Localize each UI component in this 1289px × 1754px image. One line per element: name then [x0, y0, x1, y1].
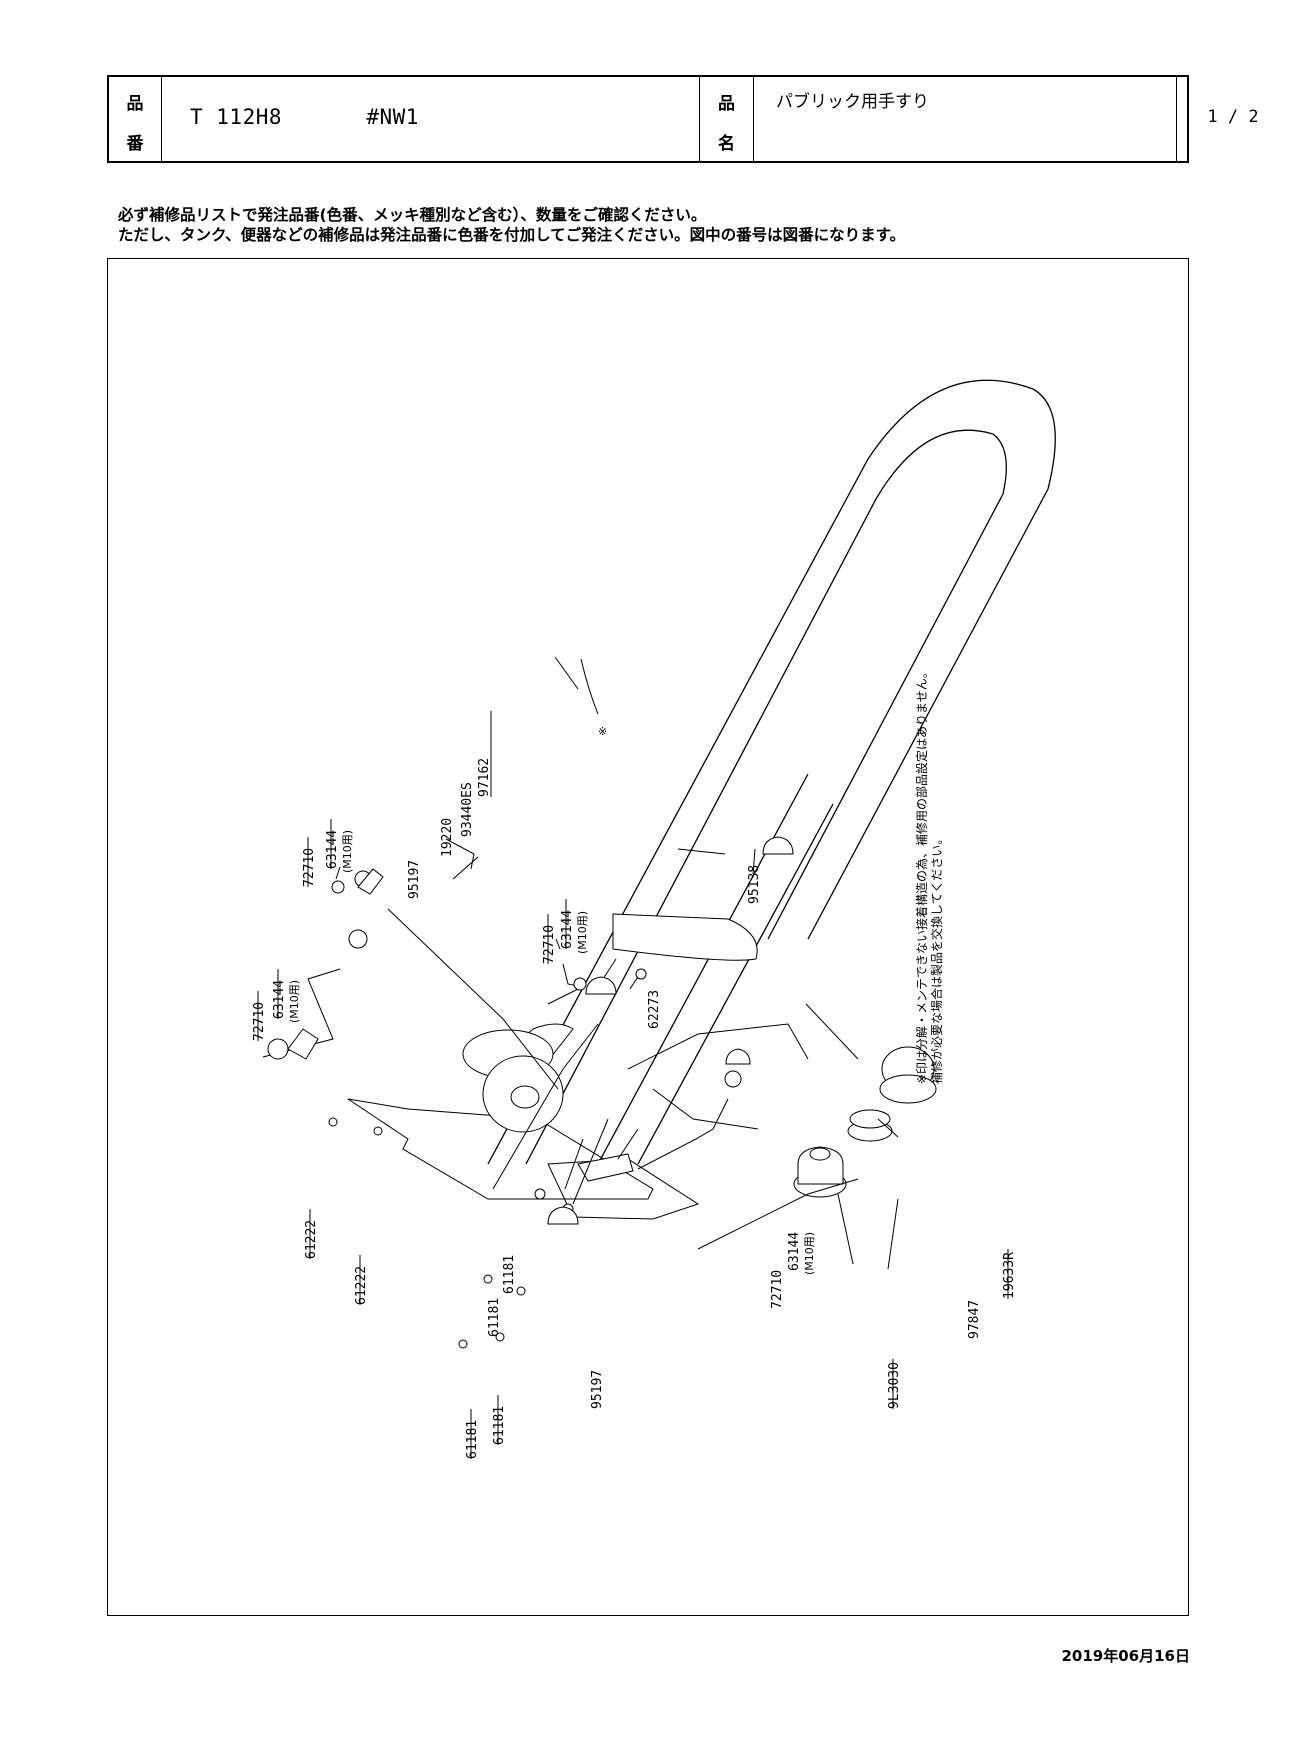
vertical-notes: ※印は分解・メンテできない接着構造の為、補修用の部品設定はありません。 補修が必…: [914, 666, 944, 1084]
label-72710-a: 72710: [302, 848, 317, 887]
label-95197-a: 95197: [407, 860, 422, 899]
label-62273: 62273: [647, 990, 662, 1029]
part-number-cell: T 112H8 #NW1: [162, 77, 700, 161]
part-number: T 112H8: [190, 105, 283, 129]
label-72710-b: 72710: [542, 925, 557, 964]
product-name: パブリック用手すり: [776, 92, 929, 112]
order-notes: 必ず補修品リストで発注品番(色番、メッキ種別など含む）、数量をご確認ください。 …: [118, 205, 905, 245]
label-63144-a-sub: (M10用): [341, 830, 354, 873]
label-61222-b: 61222: [354, 1266, 369, 1305]
label-93440ES: 93440ES: [460, 782, 475, 837]
label-63144-c-sub: (M10用): [288, 980, 301, 1023]
label-72710-c: 72710: [252, 1002, 267, 1041]
label-63144-b: 63144: [560, 910, 575, 949]
diagram-svg: 97162 93440ES 19220 63144 (M10用) 72710 9…: [252, 379, 1056, 1459]
grab-bar-drawing: [347, 379, 1056, 1220]
product-name-cell: パブリック用手すり: [754, 77, 1177, 161]
vertical-note-1: ※印は分解・メンテできない接着構造の為、補修用の部品設定はありません。: [914, 666, 929, 1084]
order-note-1: 必ず補修品リストで発注品番(色番、メッキ種別など含む）、数量をご確認ください。: [118, 206, 707, 224]
star-mark: ※: [598, 725, 607, 738]
order-note-2: ただし、タンク、便器などの補修品は発注品番に色番を付加してご発注ください。図中の…: [118, 226, 906, 244]
label-19633R: 19633R: [1002, 1252, 1017, 1299]
hardware: [267, 836, 794, 1349]
page-cell: 1 / 2: [1177, 77, 1289, 161]
issue-date: 2019年06月16日: [1061, 1647, 1191, 1665]
label-63144-d-sub: (M10用): [803, 1232, 816, 1275]
exploded-parts-diagram: 97162 93440ES 19220 63144 (M10用) 72710 9…: [107, 258, 1189, 1616]
hin-label: 品: [126, 94, 144, 114]
label-19220: 19220: [440, 818, 455, 857]
label-61181-a: 61181: [487, 1298, 502, 1337]
mei-label: 名: [718, 134, 735, 154]
ban-label: 番: [126, 134, 144, 154]
label-61222-a: 61222: [304, 1220, 319, 1259]
hin-label-2: 品: [718, 94, 735, 114]
color-code: #NW1: [366, 105, 419, 129]
product-name-label-cell: 品 名: [700, 77, 754, 161]
page-number: 1 / 2: [1207, 107, 1259, 127]
label-63144-c: 63144: [272, 980, 287, 1019]
vertical-note-2: 補修が必要な場合は製品を交換してください。: [929, 833, 944, 1084]
label-9L3030: 9L3030: [887, 1362, 902, 1409]
label-underlines: [257, 711, 1009, 1459]
title-block: 品 番 T 112H8 #NW1 品 名 パブリック用手すり 1 / 2: [107, 75, 1259, 163]
label-72710-d: 72710: [770, 1270, 785, 1309]
label-63144-b-sub: (M10用): [576, 911, 589, 954]
part-labels: 97162 93440ES 19220 63144 (M10用) 72710 9…: [252, 725, 1017, 1459]
label-95138: 95138: [747, 865, 762, 904]
leader-lines: [262, 656, 899, 1270]
label-95197-b: 95197: [590, 1370, 605, 1409]
label-63144-a: 63144: [325, 830, 340, 869]
label-61181-b: 61181: [502, 1255, 517, 1294]
label-63144-d: 63144: [787, 1232, 802, 1271]
label-61181-c: 61181: [465, 1420, 480, 1459]
label-61181-d: 61181: [492, 1406, 507, 1445]
label-97847: 97847: [967, 1300, 982, 1339]
label-97162: 97162: [477, 758, 492, 797]
part-number-label-cell: 品 番: [109, 77, 162, 161]
